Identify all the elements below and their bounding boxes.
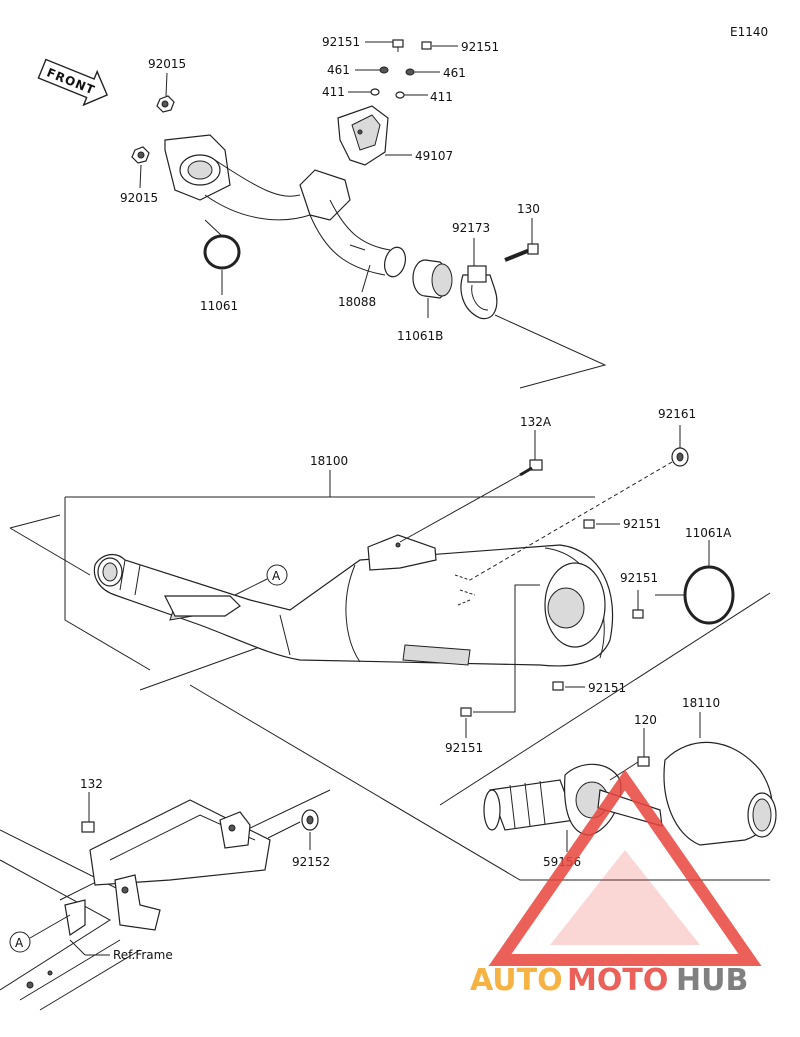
label-120: 120 bbox=[634, 713, 657, 727]
callout-a-lower: A bbox=[9, 914, 71, 953]
nut-461-b bbox=[405, 68, 415, 76]
label-92151-c: 92151 bbox=[623, 517, 661, 531]
label-130: 130 bbox=[517, 202, 540, 216]
callout-a-lower-label: A bbox=[15, 936, 24, 950]
bolt-130 bbox=[504, 243, 539, 262]
label-18110: 18110 bbox=[682, 696, 720, 710]
nut-92015-bottom bbox=[131, 146, 150, 164]
nut-461-a bbox=[379, 66, 389, 74]
label-11061: 11061 bbox=[200, 299, 238, 313]
label-92173: 92173 bbox=[452, 221, 490, 235]
logo-part-hub: HUB bbox=[676, 963, 748, 998]
label-411-a: 411 bbox=[322, 85, 345, 99]
label-461-a: 461 bbox=[327, 63, 350, 77]
label-92152: 92152 bbox=[292, 855, 330, 869]
label-92151-d: 92151 bbox=[620, 571, 658, 585]
washer-411-b bbox=[395, 91, 405, 99]
label-18100: 18100 bbox=[310, 454, 348, 468]
muffler-18100 bbox=[93, 534, 614, 667]
callout-a-label: A bbox=[272, 569, 281, 583]
gasket-11061 bbox=[203, 234, 241, 270]
ref-frame-label: Ref.Frame bbox=[113, 948, 173, 962]
heat-guard-49107 bbox=[337, 105, 389, 166]
gasket-11061b bbox=[412, 259, 453, 299]
label-11061a: 11061A bbox=[685, 526, 732, 540]
washer-411-a bbox=[370, 88, 380, 96]
end-cap-18110 bbox=[663, 741, 777, 846]
label-92015-bottom: 92015 bbox=[120, 191, 158, 205]
label-92151-f: 92151 bbox=[445, 741, 483, 755]
label-92151-e: 92151 bbox=[588, 681, 626, 695]
bush-92152 bbox=[301, 809, 319, 831]
label-18088: 18088 bbox=[338, 295, 376, 309]
clamp-92173 bbox=[460, 265, 498, 320]
header-pipe bbox=[164, 134, 407, 278]
nut-92015-top bbox=[156, 95, 175, 113]
bolt-92151-c bbox=[583, 519, 595, 529]
logo-triangle-outer bbox=[488, 769, 762, 966]
gasket-11061a bbox=[683, 565, 735, 625]
label-461-b: 461 bbox=[443, 66, 466, 80]
label-92015-top: 92015 bbox=[148, 57, 186, 71]
diagram-code: E1140 bbox=[730, 25, 768, 39]
logo-part-auto: AUTO bbox=[470, 963, 563, 998]
bolt-92151-e bbox=[552, 681, 564, 691]
bolt-120 bbox=[637, 756, 650, 767]
label-92151-b: 92151 bbox=[461, 40, 499, 54]
label-132a: 132A bbox=[520, 415, 552, 429]
bush-92161 bbox=[671, 447, 689, 467]
label-11061b: 11061B bbox=[397, 329, 443, 343]
front-arrow-icon: FRONT bbox=[37, 58, 109, 107]
callout-a: A bbox=[234, 564, 288, 596]
bolt-92151-d bbox=[632, 609, 644, 619]
logo-part-moto: MOTO bbox=[567, 963, 668, 998]
logo-triangle-inner bbox=[550, 850, 700, 945]
frame-assembly bbox=[0, 789, 331, 1011]
bolt-92151-a bbox=[392, 39, 404, 52]
automotohub-logo: AUTO MOTO HUB bbox=[470, 769, 762, 998]
label-132: 132 bbox=[80, 777, 103, 791]
bolt-132a bbox=[519, 459, 543, 477]
label-49107: 49107 bbox=[415, 149, 453, 163]
label-411-b: 411 bbox=[430, 90, 453, 104]
bolt-132 bbox=[81, 821, 95, 833]
bolt-92151-f bbox=[460, 707, 472, 717]
bolt-92151-b bbox=[421, 41, 432, 50]
label-92161: 92161 bbox=[658, 407, 696, 421]
label-92151-a: 92151 bbox=[322, 35, 360, 49]
